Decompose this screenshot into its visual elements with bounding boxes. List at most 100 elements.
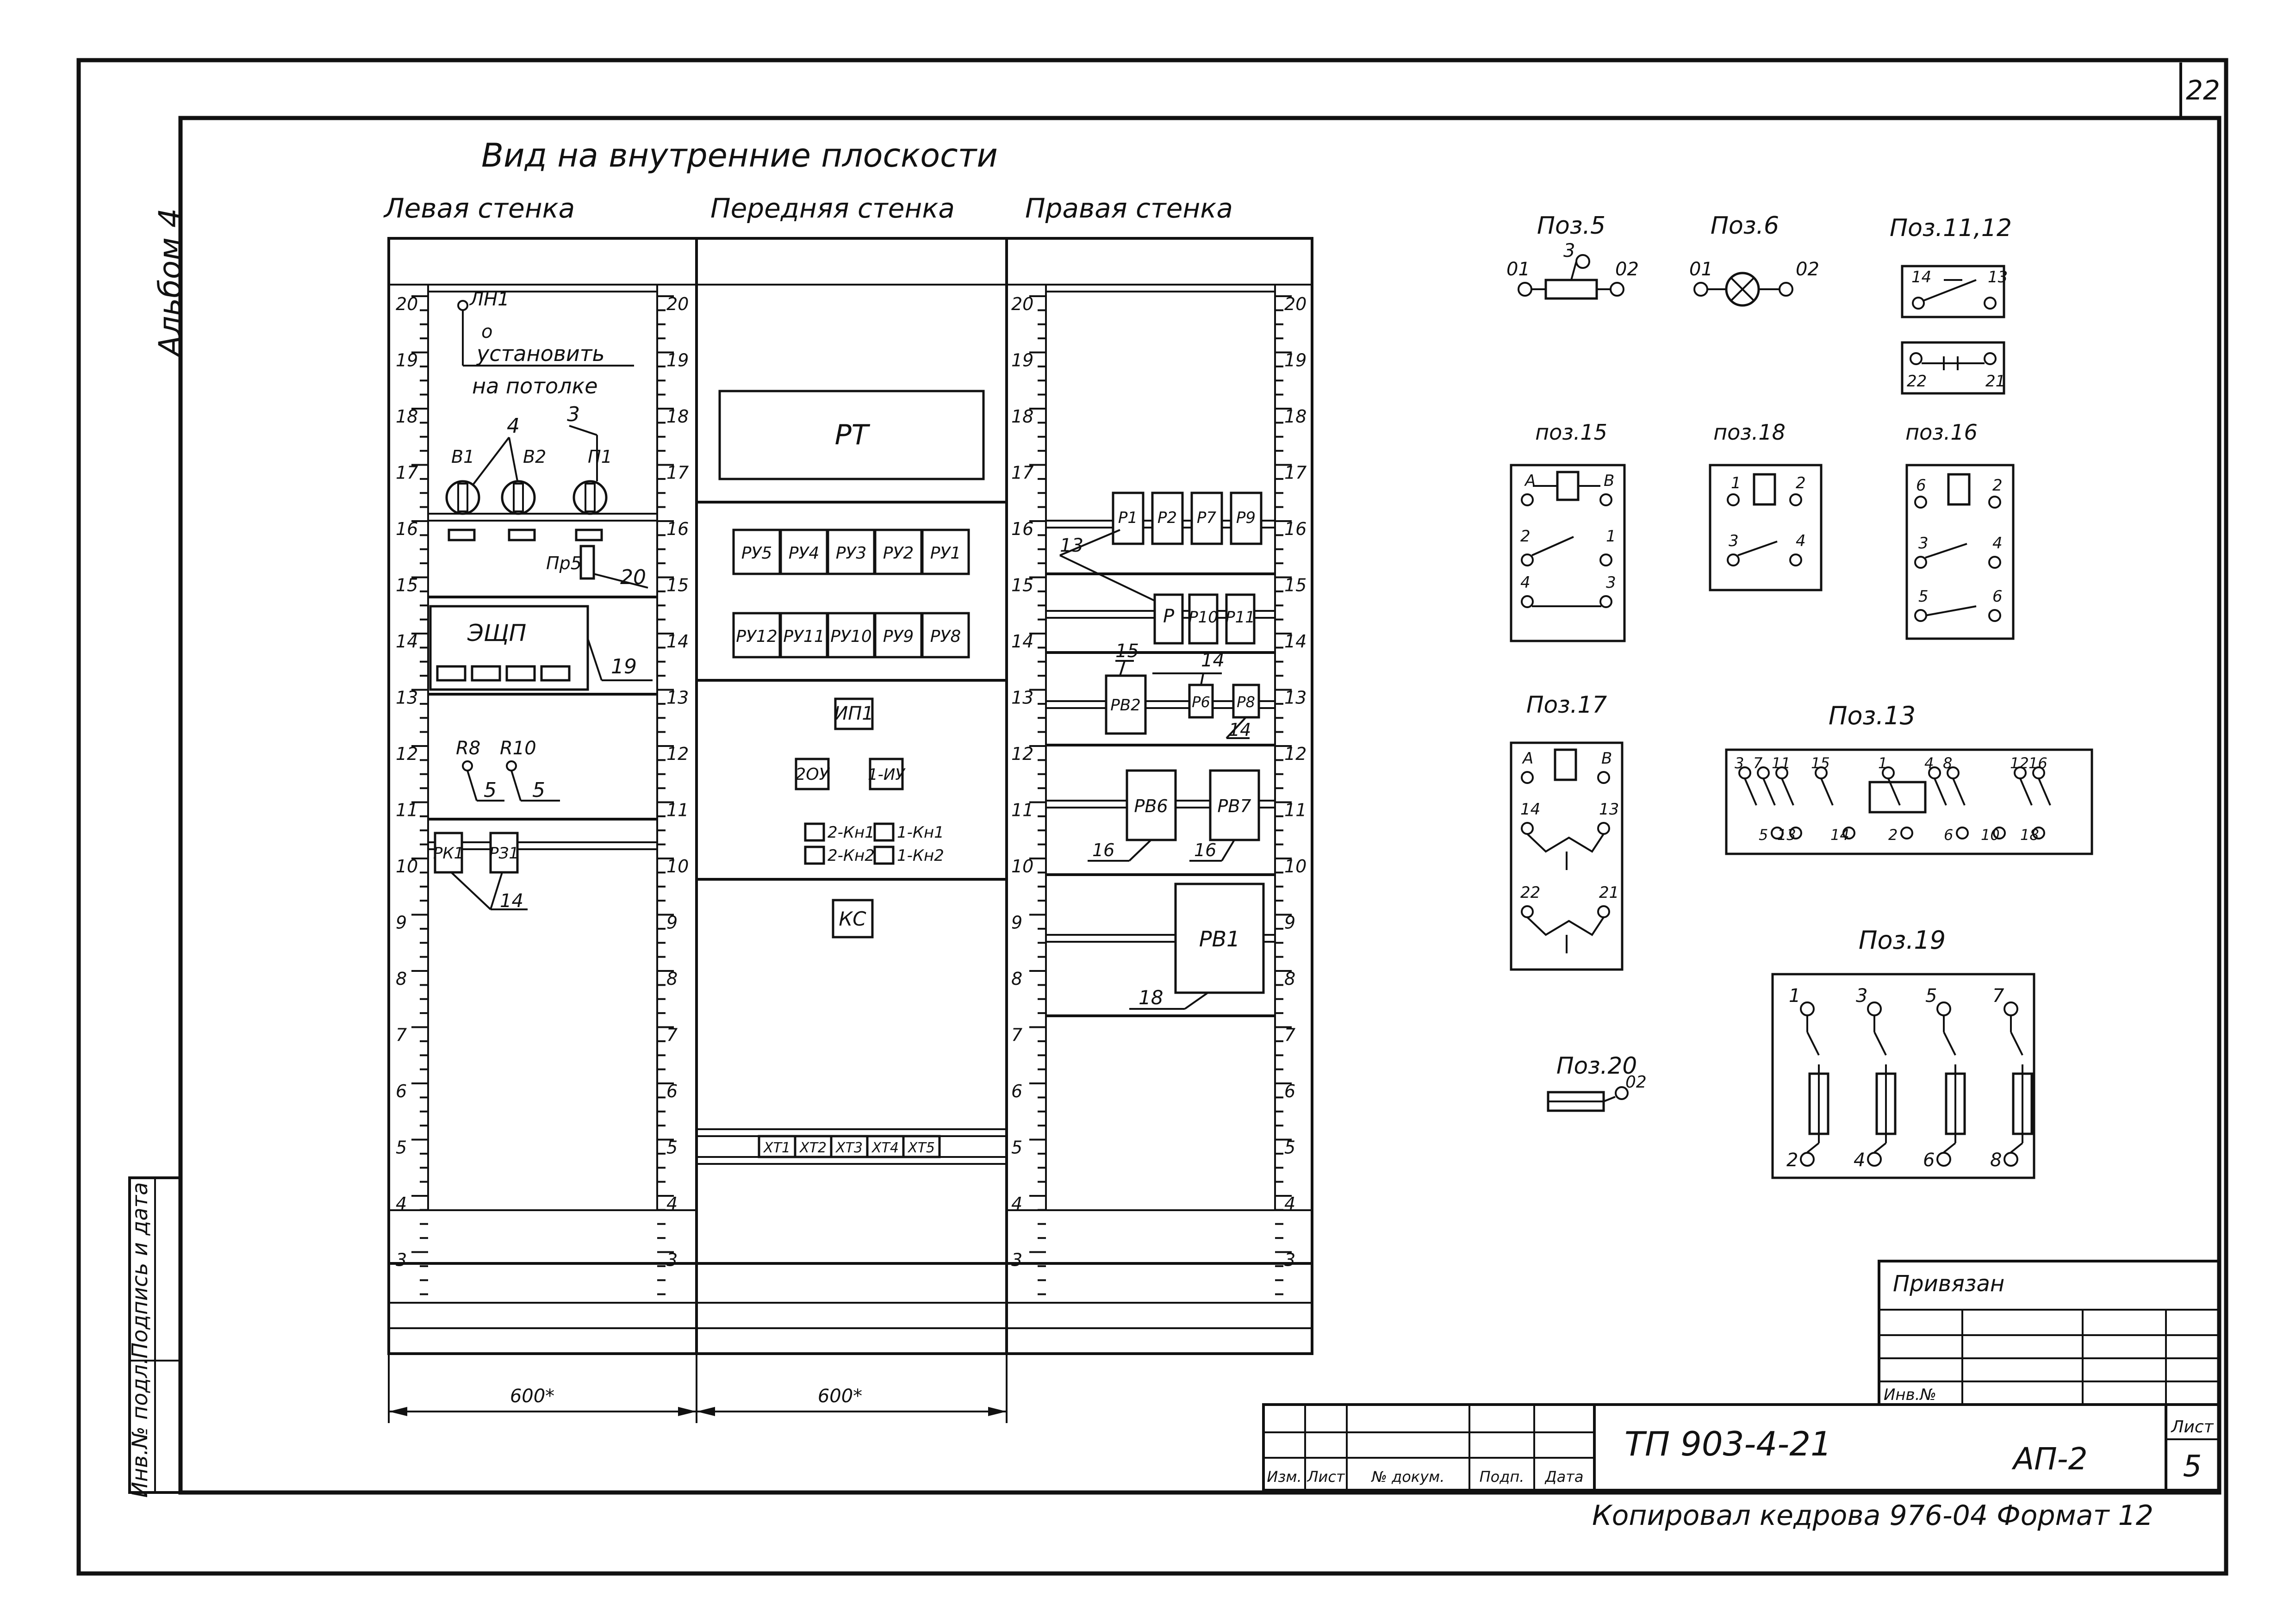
pos18-relay bbox=[1709, 464, 1823, 591]
scale-label: 9 bbox=[1284, 913, 1295, 933]
pos18-title: поз.18 bbox=[1713, 420, 1786, 445]
scale-label: 10 bbox=[1011, 856, 1033, 877]
callout-20: 20 bbox=[620, 566, 646, 589]
scale-label: 12 bbox=[396, 744, 418, 764]
relay-label: РУ11 bbox=[783, 627, 824, 646]
relay-p8 bbox=[1232, 684, 1260, 719]
terminal-dot bbox=[1842, 827, 1855, 839]
rz1-label: РЗ1 bbox=[489, 844, 519, 863]
terminal-number: 10 bbox=[1981, 826, 2000, 844]
scale-label: 13 bbox=[666, 688, 689, 708]
fuse-switch bbox=[1806, 1032, 1820, 1056]
contact-line bbox=[1762, 778, 1776, 806]
u2-box bbox=[795, 758, 830, 790]
inner-frame bbox=[178, 116, 2221, 1495]
eshp-block bbox=[429, 605, 589, 691]
relay-label: Р7 bbox=[1197, 509, 1217, 527]
contact-line bbox=[1952, 778, 1966, 806]
p8-label: Р8 bbox=[1237, 693, 1255, 711]
ks-label: КС bbox=[839, 908, 866, 930]
callout-14-right-a: 14 bbox=[1201, 650, 1225, 671]
r8-position: 5 bbox=[484, 778, 497, 802]
scale-label: 14 bbox=[666, 631, 689, 652]
pos20-t02: 02 bbox=[1625, 1073, 1647, 1092]
u1-box bbox=[869, 758, 904, 790]
scale-label: 6 bbox=[1284, 1081, 1295, 1101]
pos16-relay bbox=[1905, 464, 2015, 640]
relay-pb7 bbox=[1209, 769, 1260, 841]
scale-label: 4 bbox=[396, 1194, 407, 1214]
column-header: Лист bbox=[1307, 1468, 1345, 1486]
sheet-number-top: 22 bbox=[2186, 75, 2220, 106]
ip1-label: ИП1 bbox=[834, 703, 873, 724]
terminal-dot bbox=[1993, 827, 2006, 839]
terminal-number: 2 bbox=[1888, 826, 1898, 844]
relay-box bbox=[1230, 491, 1263, 545]
inv-label: Инв.№ bbox=[1884, 1386, 1936, 1404]
plate-p1 bbox=[575, 529, 603, 541]
fuse-lead bbox=[1873, 1142, 1887, 1153]
fuse-terminal bbox=[1867, 1001, 1882, 1016]
relay-label: Р1 bbox=[1118, 509, 1138, 527]
sheet-code: АП-2 bbox=[2011, 1441, 2088, 1477]
scale-label: 10 bbox=[396, 856, 418, 877]
column-header: № докум. bbox=[1371, 1468, 1445, 1486]
scale-label: 20 bbox=[1284, 294, 1307, 314]
terminal-label: ХТ2 bbox=[799, 1140, 827, 1156]
terminal-number: 6 bbox=[1944, 826, 1953, 844]
footer-copyist: Копировал кедрова 976-04 Формат 12 bbox=[1592, 1499, 2153, 1532]
list-label: Лист bbox=[2170, 1418, 2214, 1436]
plate-b2 bbox=[508, 529, 536, 541]
pos12-switch bbox=[1901, 341, 2005, 395]
rk1-label: РК1 bbox=[433, 844, 464, 863]
relay-label: Р9 bbox=[1236, 509, 1256, 527]
front-wall-title: Передняя стенка bbox=[710, 193, 955, 224]
p10-label: Р10 bbox=[1188, 608, 1218, 627]
pos18-t2: 2 bbox=[1796, 474, 1806, 492]
callout-16a: 16 bbox=[1092, 840, 1114, 860]
terminal-label: ХТ3 bbox=[835, 1140, 863, 1156]
fuse-terminal bbox=[1867, 1152, 1882, 1167]
fuse-terminal-bottom: 8 bbox=[1990, 1150, 2002, 1171]
b1-label: В1 bbox=[451, 447, 474, 467]
list-number: 5 bbox=[2183, 1449, 2202, 1484]
pos6-t2: 02 bbox=[1796, 259, 1819, 280]
pos11-t14: 14 bbox=[1911, 268, 1931, 286]
pos15-title: поз.15 bbox=[1535, 420, 1607, 445]
pos16-title: поз.16 bbox=[1905, 420, 1978, 445]
scale-label: 14 bbox=[1284, 631, 1307, 652]
kn-2-2: 2-Кн2 bbox=[828, 846, 875, 865]
fuse-terminal bbox=[2004, 1001, 2018, 1016]
p1-label: П1 bbox=[588, 447, 612, 467]
pb7-label: РВ7 bbox=[1217, 796, 1251, 816]
scale-label: 4 bbox=[1284, 1194, 1295, 1214]
scale-label: 10 bbox=[1284, 856, 1307, 877]
switch-b1 bbox=[445, 480, 480, 515]
u2-label: 2ОУ bbox=[795, 765, 830, 784]
relay-pb6 bbox=[1126, 769, 1177, 841]
pos16-t4: 4 bbox=[1992, 534, 2003, 553]
pos6-t1: 01 bbox=[1689, 259, 1713, 280]
terminal-dot bbox=[1771, 827, 1784, 839]
pos16-t5: 5 bbox=[1918, 587, 1929, 606]
column-header: Изм. bbox=[1267, 1468, 1301, 1486]
callout-18: 18 bbox=[1139, 986, 1163, 1009]
pos15-ta: А bbox=[1524, 472, 1536, 490]
terminal-dot bbox=[1956, 827, 1969, 839]
front-width: 600* bbox=[818, 1386, 862, 1407]
relay-label: РУ12 bbox=[736, 627, 777, 646]
pos5-t1: 01 bbox=[1506, 259, 1530, 280]
scale-label: 13 bbox=[396, 688, 418, 708]
terminal-number: 4 bbox=[1924, 754, 1934, 772]
scale-label: 8 bbox=[396, 969, 407, 989]
pos16-t2: 2 bbox=[1992, 476, 2003, 495]
terminal bbox=[902, 1135, 941, 1158]
terminal-number: 14 bbox=[1830, 826, 1849, 844]
scale-label: 20 bbox=[1011, 294, 1033, 314]
scale-label: 11 bbox=[666, 800, 689, 821]
relay-rz1 bbox=[489, 832, 519, 874]
